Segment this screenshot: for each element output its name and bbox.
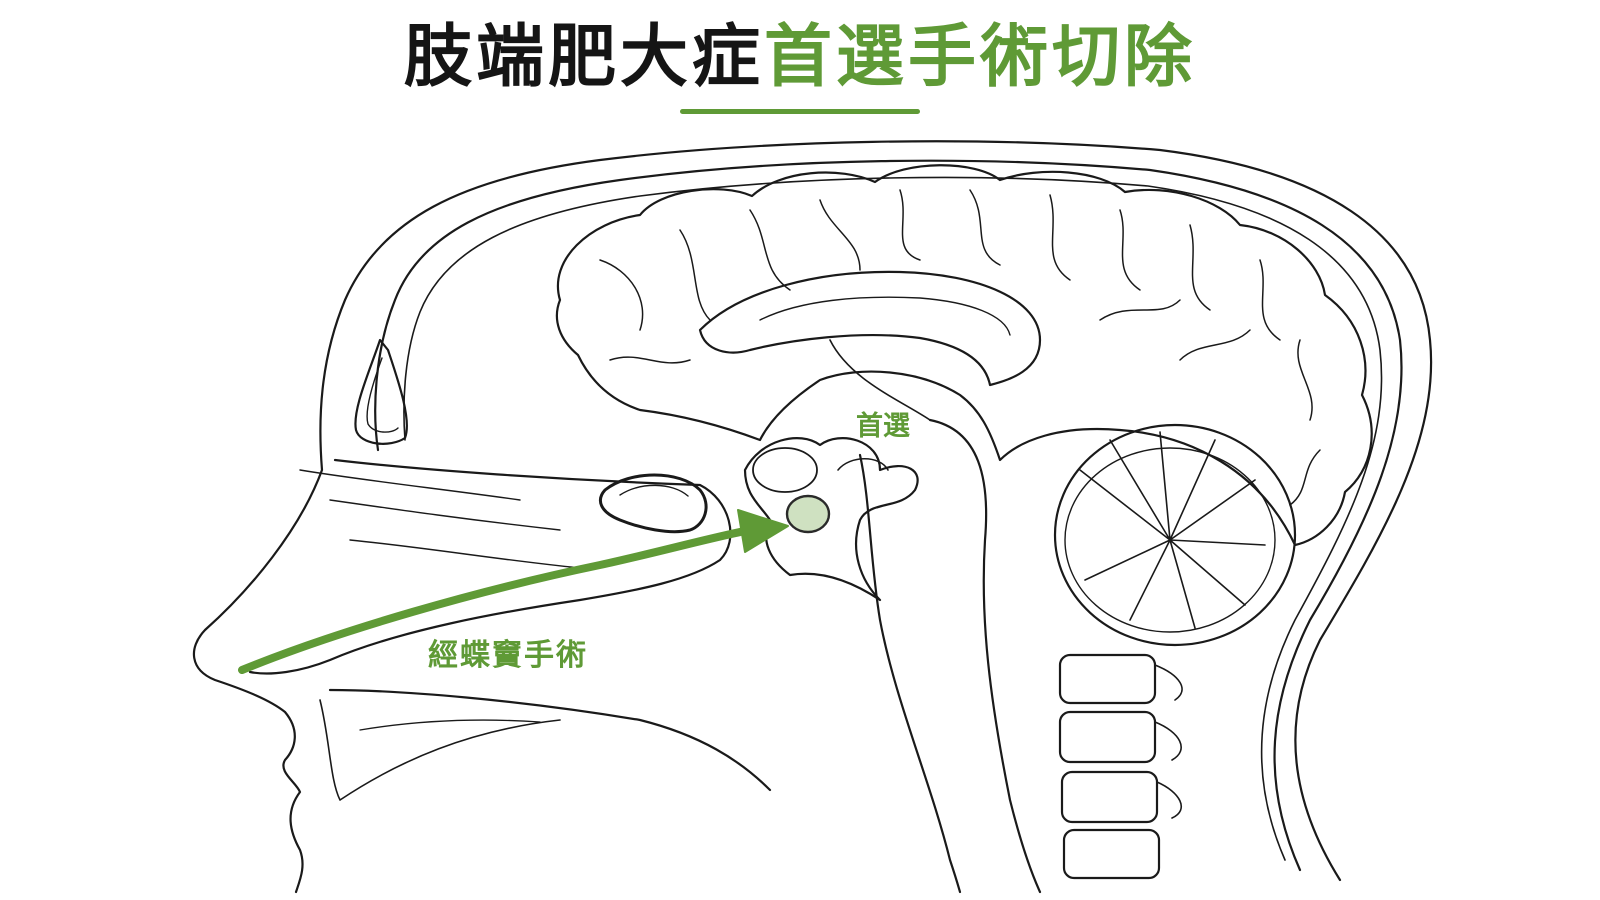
title-disease: 肢端肥大症 bbox=[403, 18, 764, 97]
title-underline bbox=[680, 109, 920, 114]
page-title: 肢端肥大症首選手術切除 bbox=[0, 18, 1600, 98]
sphenoid-region bbox=[743, 437, 919, 602]
palate bbox=[328, 688, 772, 792]
cervical-spine bbox=[1058, 653, 1183, 880]
route-arrow-icon bbox=[238, 524, 764, 674]
title-treatment: 首選手術切除 bbox=[764, 18, 1197, 97]
frontal-sinus bbox=[354, 338, 408, 445]
head-outline bbox=[192, 140, 1433, 894]
skull-outline bbox=[374, 159, 1403, 872]
nasal-cavity bbox=[248, 458, 732, 675]
surgical-route-label: 經蝶竇手術 bbox=[428, 638, 588, 673]
cerebrum bbox=[555, 164, 1373, 547]
brainstem bbox=[858, 418, 1042, 894]
corpus-callosum bbox=[698, 270, 1042, 387]
pituitary-label: 首選 bbox=[856, 411, 910, 442]
cerebellum bbox=[1053, 423, 1297, 647]
pituitary-tumor-icon bbox=[785, 494, 831, 534]
